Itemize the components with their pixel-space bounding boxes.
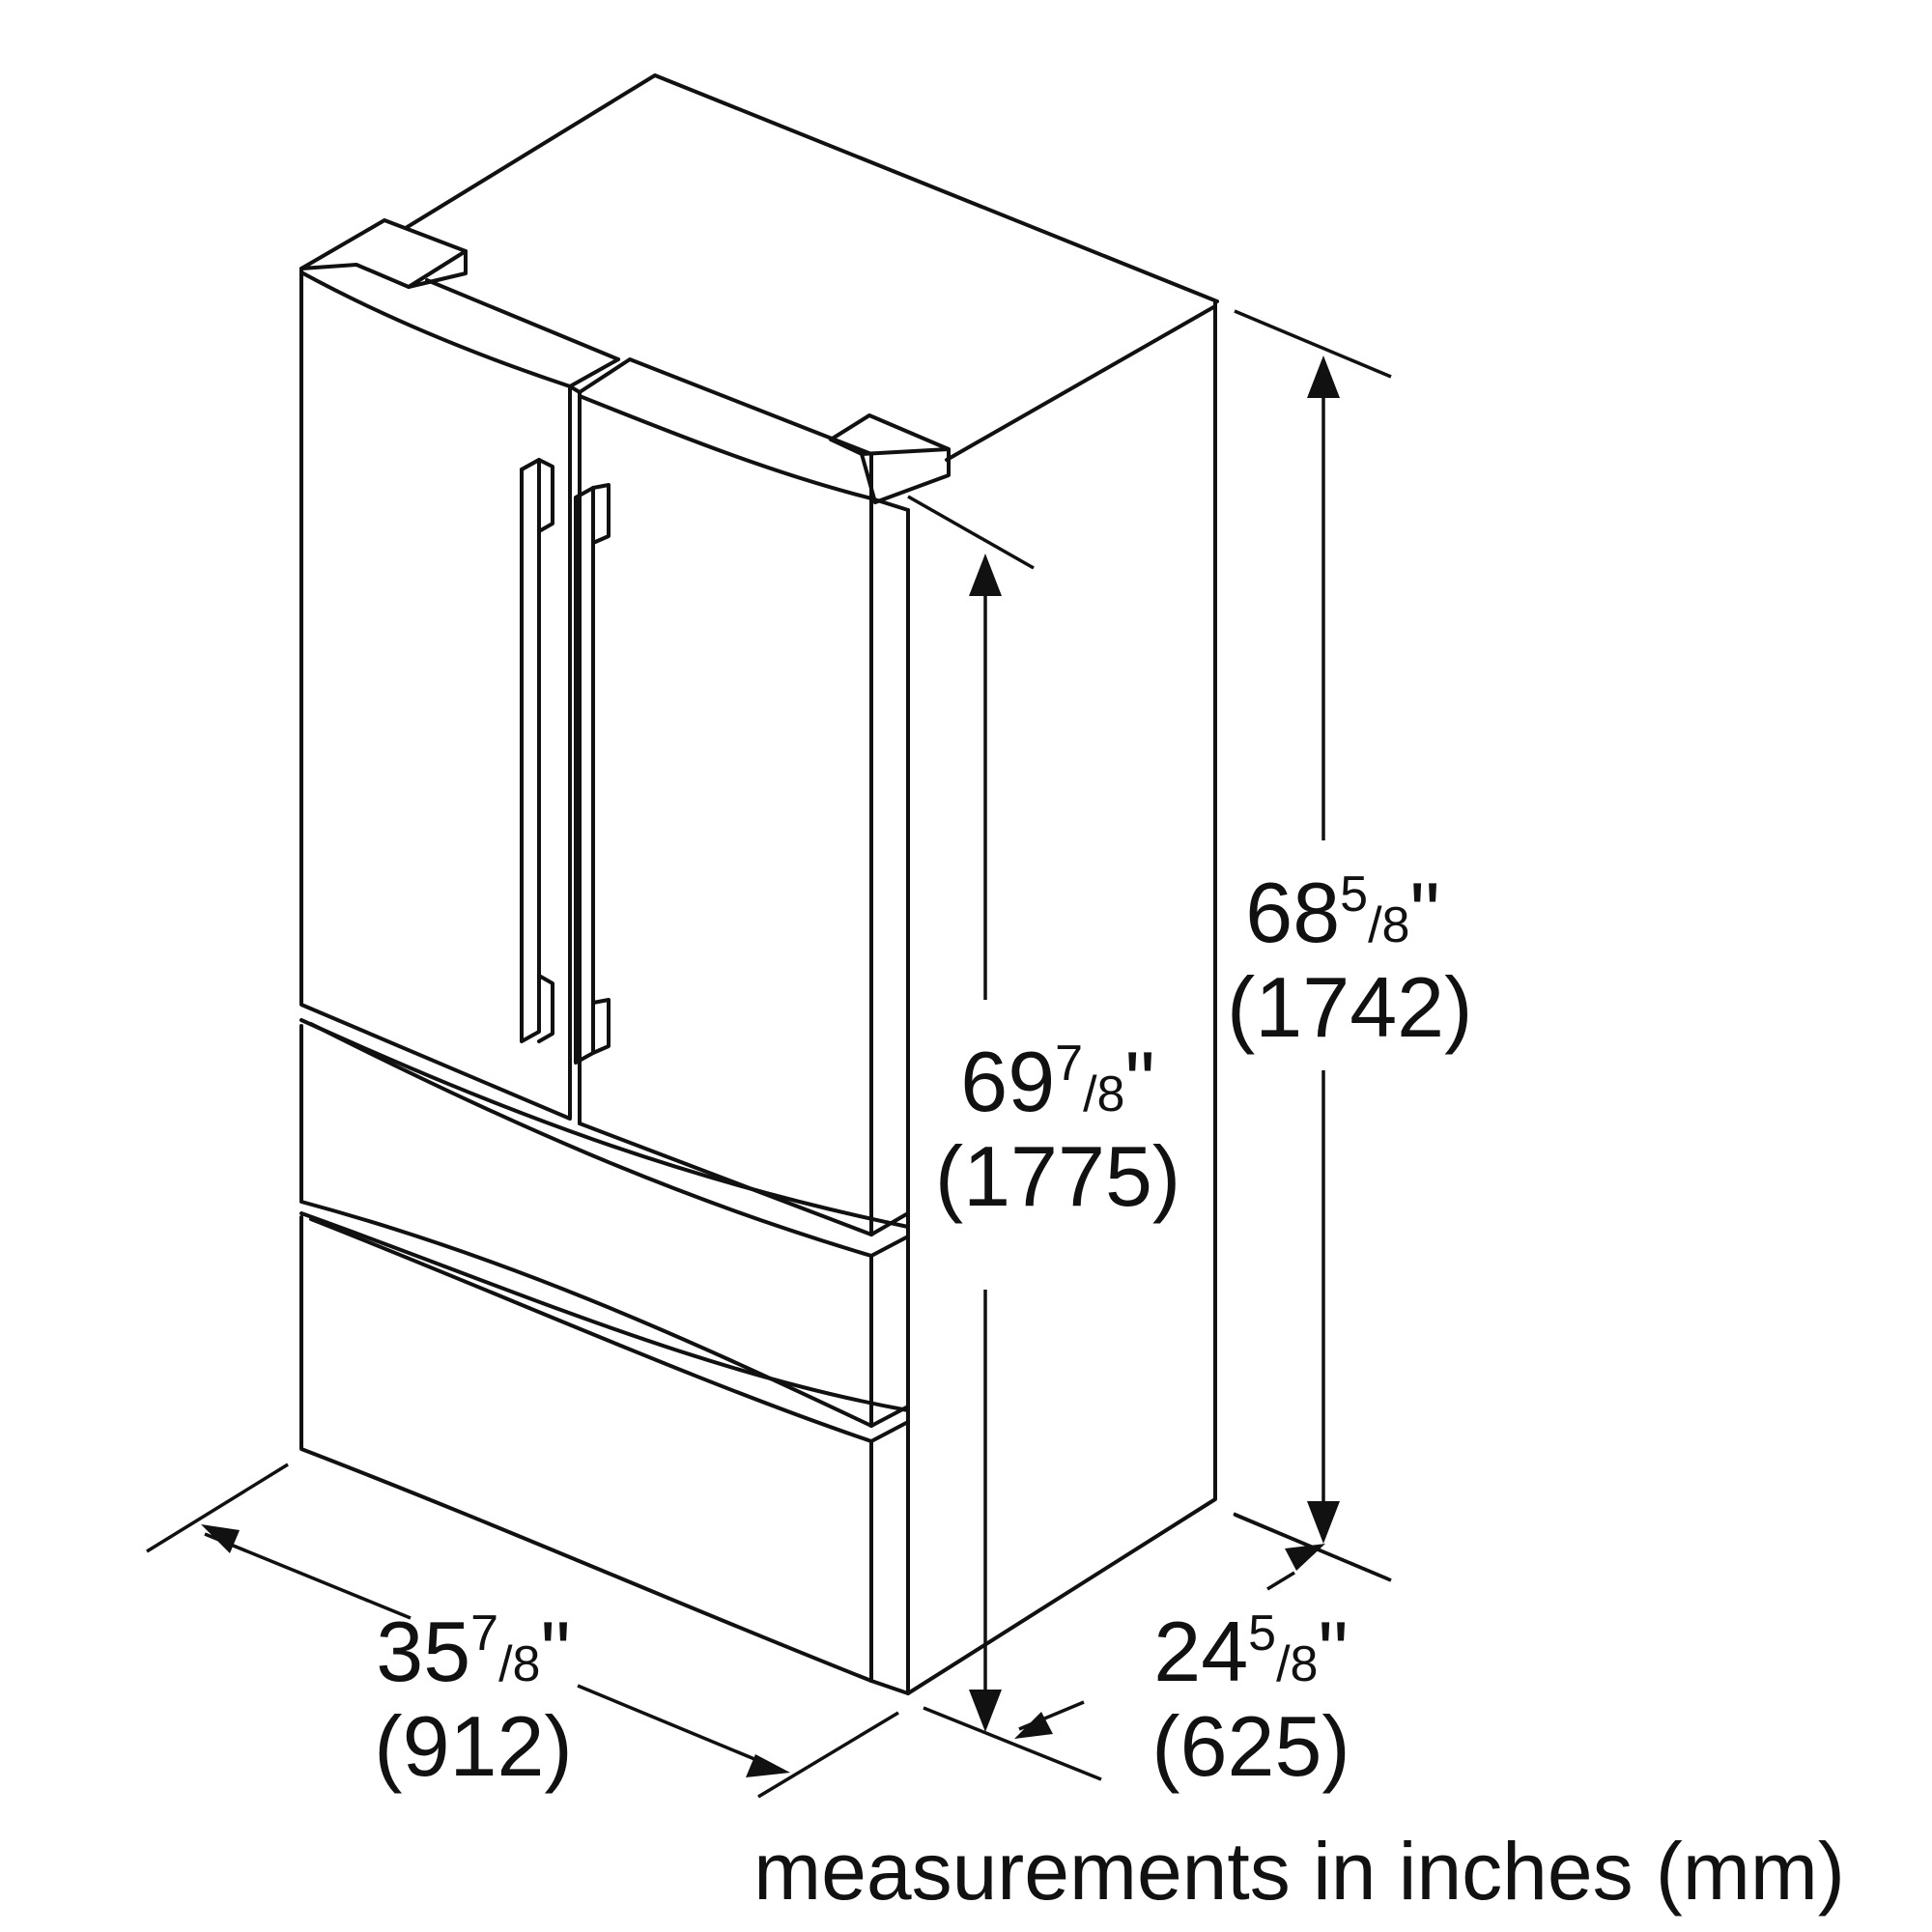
height-overall-label: 697/8" (1775) bbox=[918, 1038, 1198, 1219]
width-numerator: 7 bbox=[470, 1605, 499, 1662]
left-door bbox=[299, 267, 620, 1125]
height-cabinet-denominator: 8 bbox=[1381, 897, 1410, 953]
height-overall-arrow-top bbox=[969, 554, 1002, 596]
depth-denominator: 8 bbox=[1290, 1636, 1319, 1692]
width-inch-mark: " bbox=[540, 1604, 571, 1699]
height-cabinet-mm: (1742) bbox=[1227, 959, 1473, 1055]
depth-mm: (625) bbox=[1151, 1698, 1350, 1794]
width-dimension bbox=[146, 1463, 899, 1799]
cabinet-outline bbox=[404, 73, 1219, 1695]
depth-arrow-left bbox=[1014, 1712, 1053, 1739]
measurements-caption: measurements in inches (mm) bbox=[753, 1826, 1845, 1917]
width-mm: (912) bbox=[374, 1698, 573, 1794]
right-hinge-cap bbox=[829, 413, 951, 504]
width-whole: 35 bbox=[376, 1604, 471, 1699]
width-label: 357/8" (912) bbox=[348, 1608, 599, 1789]
height-cabinet-arrow-top bbox=[1307, 355, 1340, 398]
height-overall-arrow-bottom bbox=[969, 1690, 1002, 1732]
width-inches: 357/8" bbox=[376, 1604, 571, 1699]
height-overall-mm: (1775) bbox=[934, 1128, 1181, 1224]
upper-drawer bbox=[299, 1018, 910, 1428]
depth-numerator: 5 bbox=[1248, 1605, 1277, 1662]
height-overall-dimension bbox=[907, 495, 1035, 1732]
height-cabinet-numerator: 5 bbox=[1340, 867, 1369, 923]
height-cabinet-arrow-bottom bbox=[1307, 1501, 1340, 1544]
height-overall-numerator: 7 bbox=[1055, 1036, 1084, 1092]
height-overall-denominator: 8 bbox=[1096, 1066, 1125, 1122]
depth-label: 245/8" (625) bbox=[1125, 1608, 1377, 1789]
height-overall-inch-mark: " bbox=[1124, 1034, 1155, 1129]
height-cabinet-whole: 68 bbox=[1245, 865, 1341, 960]
width-denominator: 8 bbox=[512, 1636, 541, 1692]
height-cabinet-label: 685/8" (1742) bbox=[1227, 865, 1473, 1055]
depth-inches: 245/8" bbox=[1153, 1604, 1349, 1699]
depth-dimension bbox=[923, 1512, 1390, 1781]
depth-whole: 24 bbox=[1153, 1604, 1249, 1699]
height-overall-inches: 697/8" bbox=[960, 1034, 1155, 1129]
depth-inch-mark: " bbox=[1318, 1604, 1349, 1699]
height-cabinet-inches: 685/8" bbox=[1245, 865, 1440, 960]
left-door-handle bbox=[520, 458, 554, 1043]
depth-arrow-right bbox=[1285, 1544, 1325, 1571]
left-hinge-cap bbox=[299, 218, 620, 361]
height-cabinet-inch-mark: " bbox=[1409, 865, 1440, 960]
height-overall-whole: 69 bbox=[960, 1034, 1056, 1129]
lower-drawer bbox=[299, 1211, 910, 1695]
width-arrow-right bbox=[746, 1754, 790, 1777]
right-door bbox=[578, 357, 910, 1236]
width-arrow-left bbox=[201, 1524, 240, 1553]
right-door-handle bbox=[574, 483, 611, 1065]
